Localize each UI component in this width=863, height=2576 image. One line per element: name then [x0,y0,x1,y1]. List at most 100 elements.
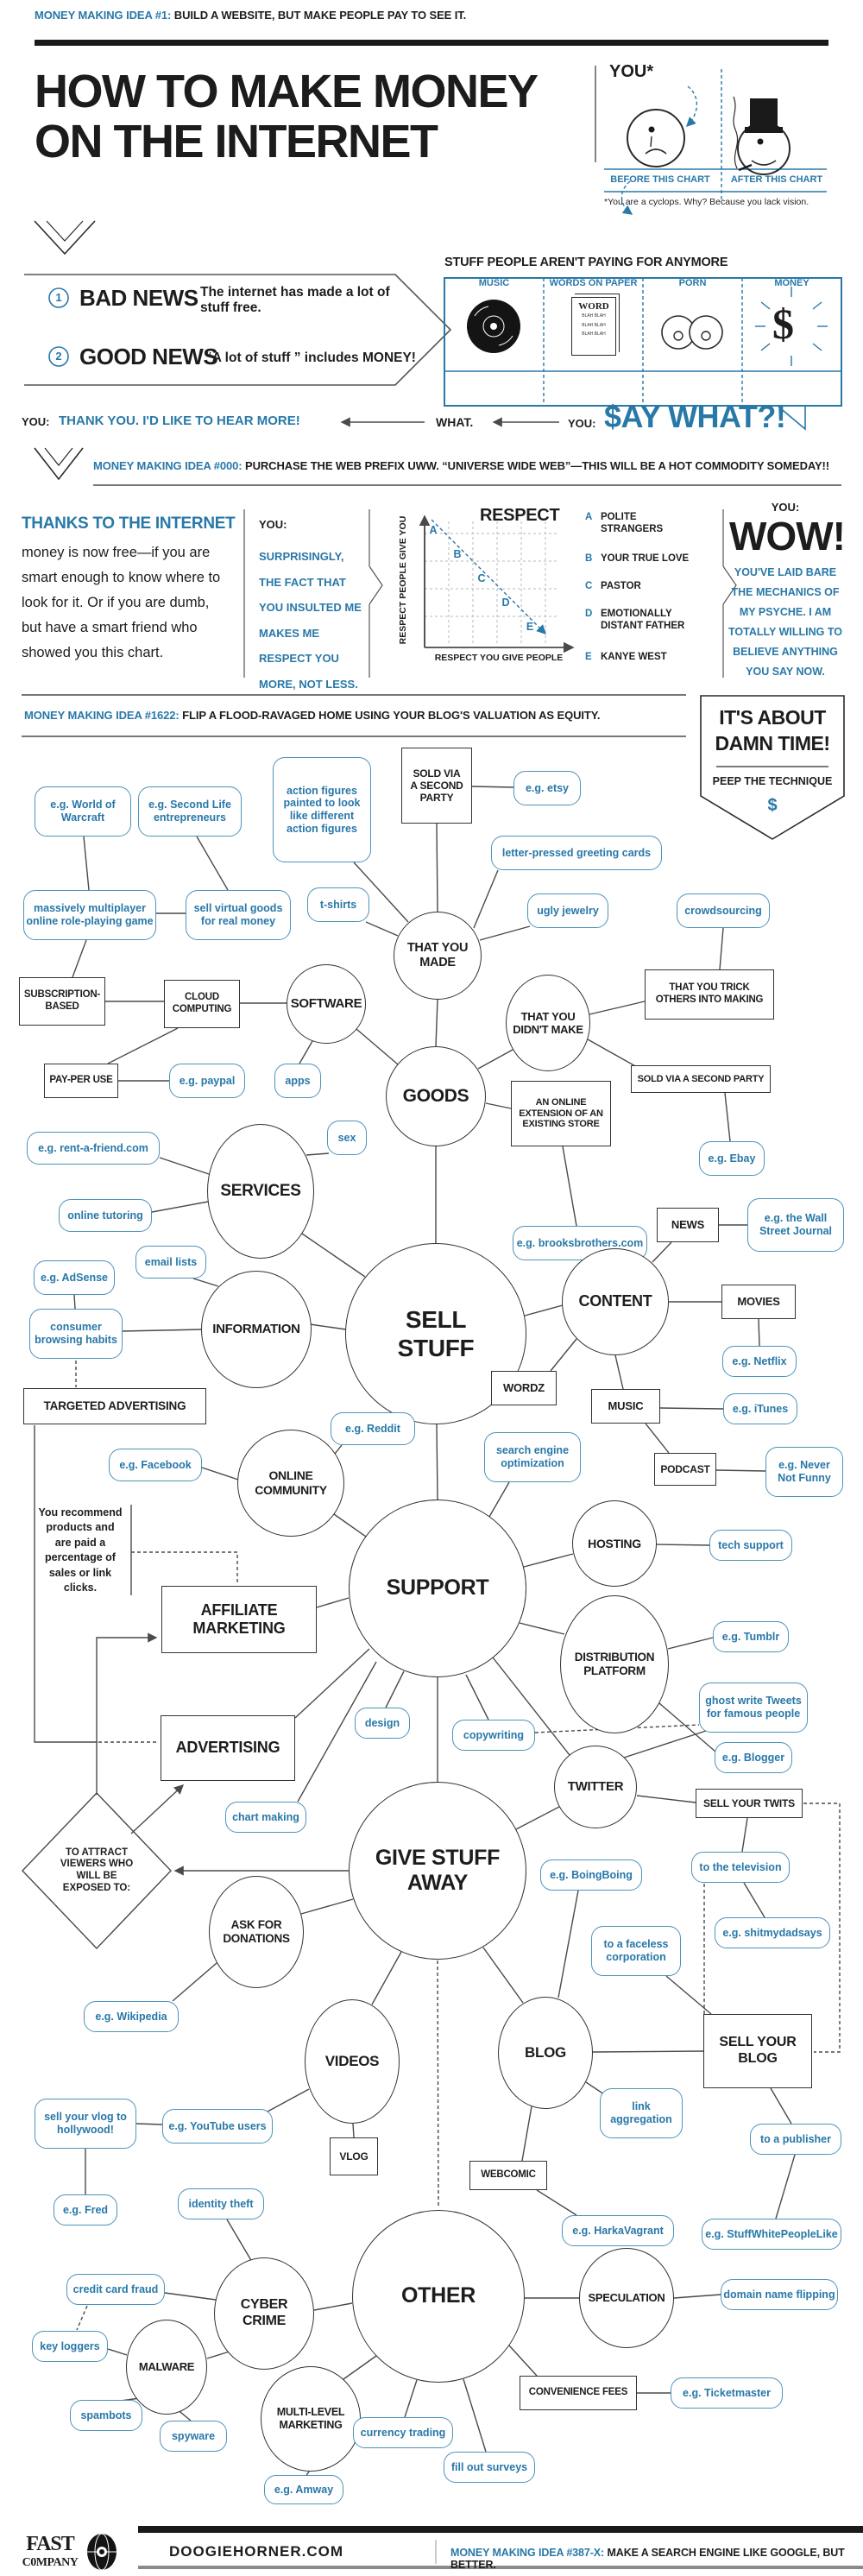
edge-13 [365,921,399,937]
node-tech-support: tech support [709,1530,792,1561]
edge-31 [73,1294,76,1310]
edge-106 [130,1784,185,1834]
dialogue-what: WHAT. [436,415,474,429]
dialogue-thanks: THANK YOU. I'D LIKE TO HEAR MORE! [59,414,300,428]
edge-2 [196,836,229,891]
node-sell-your-vlog: sell your vlog to hollywood! [35,2099,136,2149]
thanks-body: money is now free—if you are smart enoug… [22,545,221,660]
node-consumer-habits: consumer browsing habits [29,1309,123,1359]
before-chart-label: BEFORE THIS CHART [610,174,710,185]
node-speculation: SPECULATION [579,2248,674,2348]
idea1622-tag: MONEY MAKING IDEA #1622: [24,709,180,722]
node-support: SUPPORT [349,1500,526,1677]
good-news-label: GOOD NEWS [79,344,218,369]
node-boingboing: e.g. BoingBoing [540,1859,642,1891]
edge-42 [715,1469,766,1472]
node-crowdsourcing: crowdsourcing [677,893,770,928]
edge-25 [159,1157,210,1175]
edge-77 [592,2050,704,2053]
edge-67 [371,1951,402,2005]
node-cyber-crime: CYBER CRIME [214,2257,314,2370]
node-vlog: VLOG [330,2137,378,2175]
node-adsense: e.g. AdSense [34,1260,115,1295]
say-what: $AY WHAT?! [604,399,786,434]
edge-49 [656,1544,710,1546]
node-seo: search engine optimization [484,1432,581,1482]
idea1-tag: MONEY MAKING IDEA #1: [35,9,172,22]
category-money: MONEY [774,278,809,288]
edge-85 [107,2348,128,2356]
edge-54 [294,1648,370,1719]
node-wall-street-journal: e.g. the Wall Street Journal [747,1198,844,1252]
node-facebook: e.g. Facebook [109,1449,202,1481]
node-to-a-publisher: to a publisher [750,2124,841,2155]
respect-divider-2 [369,509,383,678]
banner-line-2: DAMN TIME! [715,732,830,754]
node-information: INFORMATION [201,1271,312,1388]
cyclops-footnote: *You are a cyclops. Why? Because you lac… [604,197,809,207]
category-words: WORDS ON PAPER [549,278,638,288]
edge-64 [515,1806,560,1830]
word-paper-icon: WORD BLAH BLAH BLAH BLAH BLAH BLAH [571,297,616,356]
edge-8 [299,1040,313,1064]
edge-56 [297,1661,377,1803]
edge-60 [636,1795,696,1803]
node-attract-viewers: TO ATTRACT VIEWERS WHO WILL BE EXPOSED T… [60,1847,134,1893]
node-rent-a-friend: e.g. rent-a-friend.com [27,1132,160,1165]
wow-you-label: YOU: [771,501,800,514]
node-fill-out-surveys: fill out surveys [444,2452,535,2483]
edge-14 [479,925,531,941]
edge-93 [463,2378,487,2453]
respect-point-e: E [526,621,534,633]
edge-11 [436,823,438,912]
banner-peep: PEEP THE TECHNIQUE [712,775,833,787]
respect-point-b: B [453,548,462,560]
node-services: SERVICES [207,1124,314,1259]
edge-39 [614,1354,624,1390]
edge-82 [226,2219,253,2263]
node-distribution-platform: DISTRIBUTION PLATFORM [560,1595,669,1733]
edge-48 [523,1553,574,1568]
node-key-loggers: key loggers [32,2331,108,2362]
node-you-recommend: You recommend products and are paid a pe… [38,1506,123,1594]
fastcompany-globe-icon [87,2533,117,2571]
node-stuffwhitepeoplelike: e.g. StuffWhitePeopleLike [702,2219,841,2250]
edge-92 [404,2379,418,2418]
node-that-you-trick: THAT YOU TRICK OTHERS INTO MAKING [645,969,774,1020]
edge-65 [300,1898,354,1915]
dialogue-you-2: YOU: [568,417,596,430]
banner-line-1: IT'S ABOUT [719,706,826,729]
site-url: DOOGIEHORNER.COM [169,2543,344,2560]
edge-70 [267,2088,310,2112]
edge-3 [72,939,87,978]
badge-1 [48,287,69,308]
respect-point-c: C [477,572,486,584]
node-ticketmaster: e.g. Ticketmaster [671,2377,783,2409]
edge-44 [334,1444,343,1455]
node-ask-for-donations: ASK FOR DONATIONS [209,1876,304,1988]
edge-98 [534,1724,700,1733]
edge-27 [151,1201,209,1213]
tophat-smoker-icon [733,96,791,175]
edge-80 [775,2154,796,2219]
node-harkavagrant: e.g. HarkaVagrant [562,2215,674,2246]
node-link-aggregation: link aggregation [600,2088,683,2138]
node-currency-trading: currency trading [353,2417,453,2448]
badge-2-number: 2 [55,350,62,363]
edge-91 [673,2294,721,2299]
edge-99 [803,1803,841,2053]
respect-you-label: YOU: [259,518,287,531]
node-netflix: e.g. Netflix [722,1346,797,1377]
edge-23 [562,1146,577,1227]
respect-chart: RESPECT PEOPLE GIVE YOU [398,515,575,653]
edge-34 [652,1241,672,1263]
edge-61 [741,1817,748,1853]
node-paypal: e.g. paypal [169,1064,245,1098]
edge-9 [356,1028,399,1065]
idea000-tag: MONEY MAKING IDEA #000: [93,459,243,472]
node-wikipedia: e.g. Wikipedia [84,2001,179,2032]
edge-69 [557,1890,579,1998]
